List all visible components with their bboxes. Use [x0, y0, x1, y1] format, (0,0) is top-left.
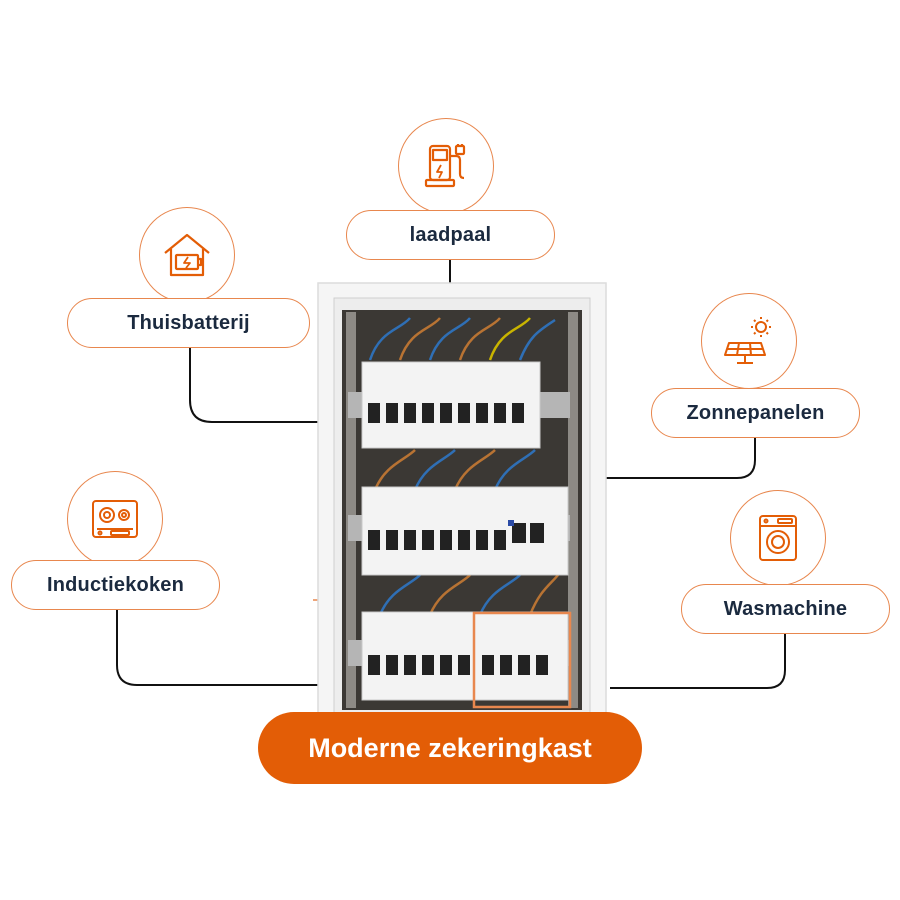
label-laadpaal: laadpaal	[346, 210, 555, 260]
fuse-box-title: Moderne zekeringkast	[258, 712, 642, 784]
connector-lines	[116, 258, 786, 689]
induction-cooktop-icon	[67, 471, 163, 567]
label-wasmachine: Wasmachine	[681, 584, 890, 634]
fuse-box-cabinet	[317, 282, 607, 717]
connector-zonnepanelen	[606, 438, 756, 479]
home-battery-icon	[139, 207, 235, 303]
label-zonnepanelen: Zonnepanelen	[651, 388, 860, 438]
connector-wasmachine	[610, 632, 786, 689]
ev-charger-icon	[398, 118, 494, 214]
label-thuisbatterij: Thuisbatterij	[67, 298, 310, 348]
label-inductiekoken: Inductiekoken	[11, 560, 220, 610]
connector-thuisbatterij	[189, 348, 318, 423]
connector-inductiekoken	[116, 610, 318, 686]
washing-machine-icon	[730, 490, 826, 586]
solar-panel-icon	[701, 293, 797, 389]
highlight-box	[472, 611, 572, 709]
